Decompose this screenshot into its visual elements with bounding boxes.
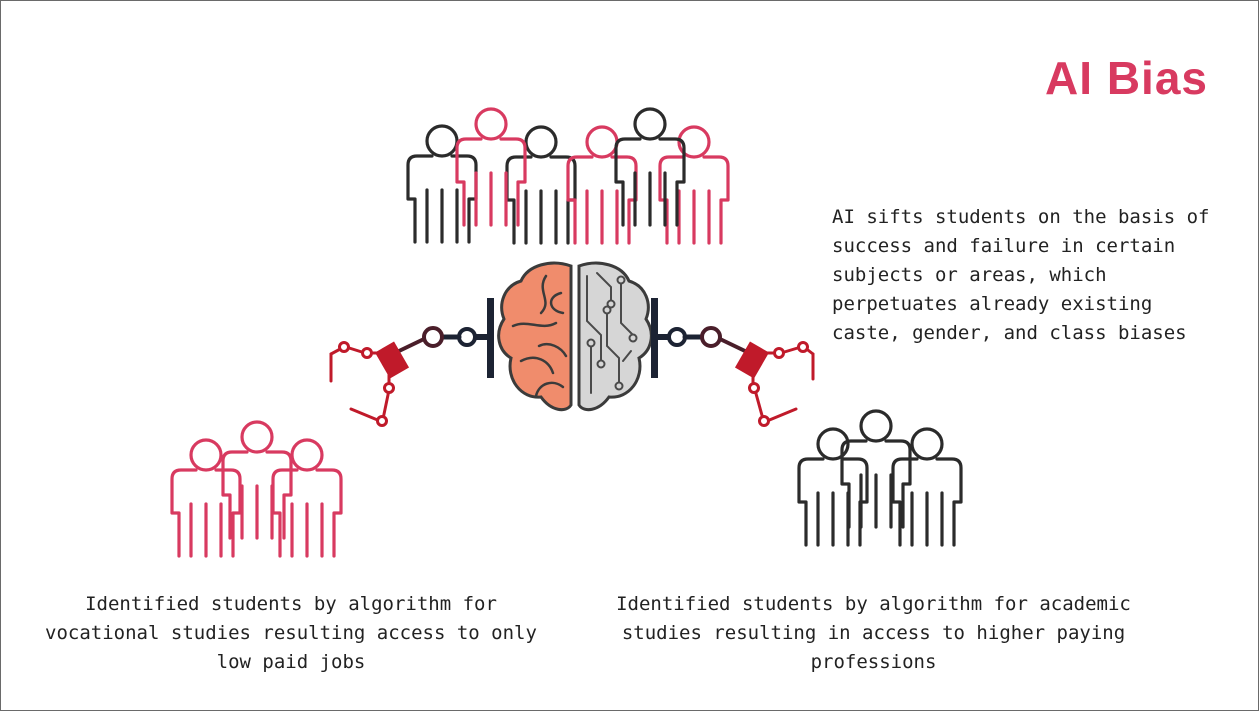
left-robot-arm-icon: [329, 298, 494, 427]
ai-bias-description: AI sifts students on the basis of succes…: [832, 206, 1210, 344]
vocational-people-group-icon: [170, 420, 343, 558]
academic-caption: Identified students by algorithm for aca…: [616, 593, 1131, 673]
brain-circuit-icon: [497, 261, 653, 412]
slide-title: AI Bias: [1045, 52, 1208, 104]
top-people-group-icon: [406, 107, 730, 245]
right-robot-arm-icon: [651, 298, 815, 427]
academic-people-group-icon: [797, 409, 963, 547]
vocational-caption: Identified students by algorithm for voc…: [45, 593, 537, 673]
